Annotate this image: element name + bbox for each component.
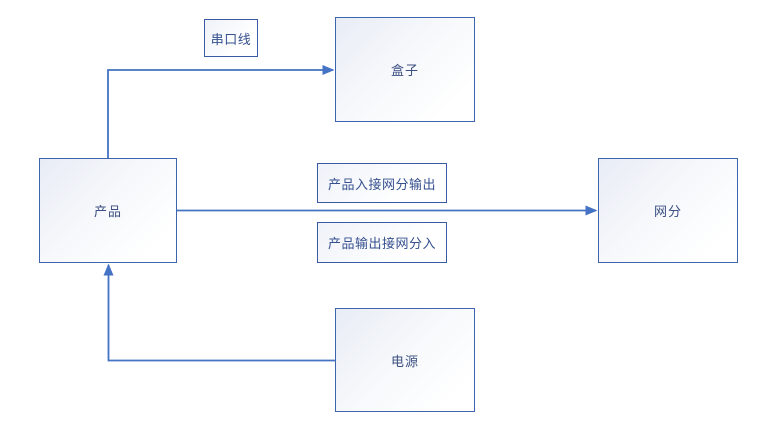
- connector-power-to-product: [103, 263, 335, 362]
- node-box: 盒子: [335, 17, 475, 122]
- node-network-analyzer-label: 网分: [653, 205, 682, 220]
- node-product: 产品: [39, 158, 177, 263]
- label-serial-cable: 串口线: [204, 19, 258, 57]
- node-network-analyzer: 网分: [598, 158, 738, 263]
- node-box-label: 盒子: [390, 64, 419, 79]
- label-serial-cable-text: 串口线: [210, 32, 252, 48]
- connector-product-to-box: [107, 65, 335, 158]
- label-product-out-to-analyzer-in-text: 产品输出接网分入: [327, 237, 436, 252]
- label-product-in-to-analyzer-out-text: 产品入接网分输出: [327, 177, 436, 193]
- label-product-out-to-analyzer-in: 产品输出接网分入: [317, 222, 447, 263]
- node-power-supply: 电源: [335, 308, 475, 412]
- node-power-supply-label: 电源: [390, 354, 419, 370]
- node-product-label: 产品: [93, 205, 122, 220]
- label-product-in-to-analyzer-out: 产品入接网分输出: [317, 163, 447, 203]
